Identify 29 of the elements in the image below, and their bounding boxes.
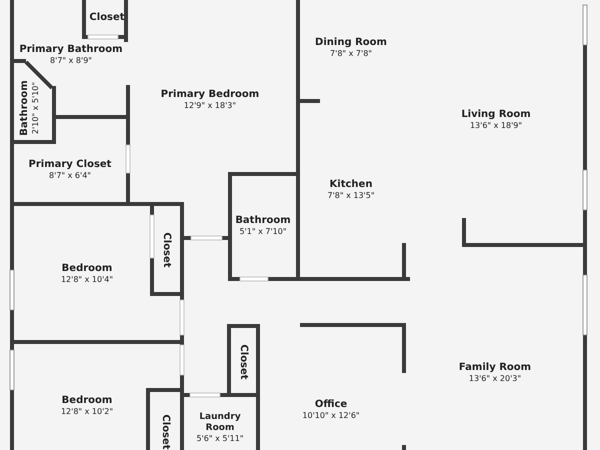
room-name: Closet <box>237 344 249 380</box>
room-name: Closet <box>160 232 172 268</box>
room-dimensions: 8'7" x 8'9" <box>49 56 93 66</box>
room-name: Bedroom <box>60 263 114 275</box>
room-dimensions: 5'1" x 7'10" <box>238 227 288 237</box>
room-dimensions: 12'8" x 10'2" <box>60 407 114 417</box>
room-dimensions: 13'6" x 18'9" <box>468 121 524 131</box>
room-name: Living Room <box>461 109 531 121</box>
room-name: Bedroom <box>60 395 114 407</box>
room-dimensions: 7'8" x 13'5" <box>327 191 375 201</box>
room-dimensions: 10'10" x 12'6" <box>302 411 360 421</box>
room-name: Kitchen <box>328 179 374 191</box>
room-dimensions: 12'8" x 10'4" <box>60 275 114 285</box>
room-dimensions: 7'8" x 7'8" <box>329 49 373 59</box>
room-name: Primary Closet <box>28 159 112 171</box>
room-name: Bathroom <box>19 80 31 136</box>
room-dimensions: 12'9" x 18'3" <box>182 101 238 111</box>
room-name: Family Room <box>458 362 532 374</box>
room-name: Closet <box>159 414 171 450</box>
room-dimensions: 5'6" x 5'11" <box>195 434 245 444</box>
room-dimensions: 2'10" x 5'10" <box>31 80 41 136</box>
room-name: Bathroom <box>235 215 291 227</box>
room-dimensions: 13'6" x 20'3" <box>468 374 522 384</box>
room-name: Primary Bedroom <box>160 89 260 101</box>
room-dimensions: 8'7" x 6'4" <box>48 171 92 181</box>
room-name: Primary Bathroom <box>19 44 123 56</box>
room-name: Dining Room <box>315 37 387 49</box>
room-name: Office <box>314 399 348 411</box>
room-name: Laundry Room <box>198 412 242 434</box>
